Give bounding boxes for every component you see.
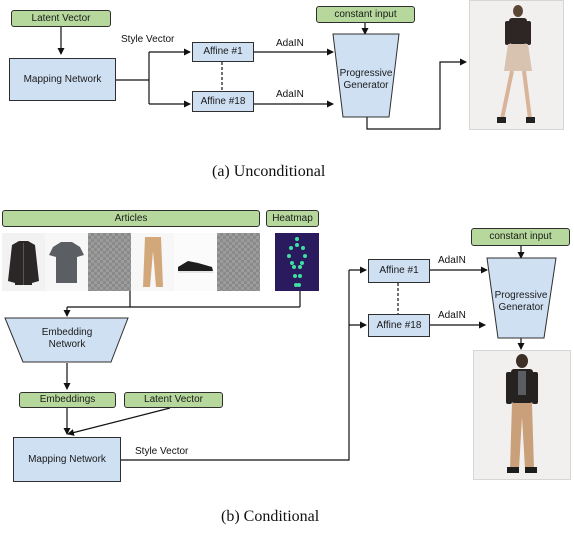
latent-vector-box-a: Latent Vector [11, 10, 111, 27]
latent-vector-label: Latent Vector [31, 12, 91, 24]
affine-1-label: Affine #1 [379, 265, 419, 277]
embeddings-box: Embeddings [19, 392, 116, 408]
adain-bottom-label-a: AdaIN [276, 89, 304, 100]
affine-1-label: Affine #1 [203, 46, 243, 58]
heatmap-label: Heatmap [272, 212, 313, 224]
generator-b-shape [486, 257, 557, 339]
affine-18-box-a: Affine #18 [192, 91, 254, 112]
generated-model-unconditional-image [469, 0, 564, 130]
generator-a-shape [332, 33, 400, 118]
constant-input-label: constant input [334, 8, 397, 20]
mapping-network-box-a: Mapping Network [9, 58, 116, 101]
constant-input-box-a: constant input [316, 6, 415, 23]
style-vector-label-b: Style Vector [135, 446, 189, 457]
constant-input-box-b: constant input [471, 228, 570, 246]
model-figure-icon [497, 5, 535, 123]
affine-1-box-a: Affine #1 [192, 42, 254, 62]
leather-jacket-icon [2, 233, 45, 291]
affine-18-label: Affine #18 [376, 319, 422, 331]
black-sneaker-icon [174, 233, 217, 291]
model-figure-icon [506, 354, 538, 473]
affine-18-label: Affine #18 [200, 95, 246, 107]
affine-18-box-b: Affine #18 [368, 314, 430, 337]
style-vector-label-a: Style Vector [121, 34, 175, 45]
affine-1-box-b: Affine #1 [368, 259, 430, 283]
caption-b: (b) Conditional [221, 508, 320, 525]
pose-heatmap-image [275, 233, 319, 291]
adain-bottom-label-b: AdaIN [438, 310, 466, 321]
gray-t-shirt-icon [45, 233, 88, 291]
adain-top-label-a: AdaIN [276, 38, 304, 49]
caption-a: (a) Unconditional [212, 163, 326, 180]
adain-top-label-b: AdaIN [438, 255, 466, 266]
mapping-network-box-b: Mapping Network [13, 437, 121, 482]
placeholder-icon [217, 233, 260, 291]
latent-vector-box-b: Latent Vector [124, 392, 223, 408]
generator-label-b: Progressive Generator [494, 290, 548, 313]
mapping-network-label: Mapping Network [23, 73, 102, 85]
generator-label-a: Progressive Generator [339, 68, 393, 91]
articles-label: Articles [114, 212, 148, 224]
embedding-network-label: Embedding Network [41, 327, 93, 350]
heatmap-box: Heatmap [266, 210, 319, 227]
placeholder-icon [88, 233, 131, 291]
embedding-network-shape [4, 317, 129, 363]
articles-box: Articles [2, 210, 260, 227]
mapping-network-label: Mapping Network [28, 453, 106, 465]
latent-vector-label: Latent Vector [144, 394, 203, 406]
generated-model-conditional-image [473, 350, 571, 480]
constant-input-label: constant input [489, 231, 552, 243]
beige-trousers-icon [131, 233, 174, 291]
embeddings-label: Embeddings [39, 394, 96, 406]
